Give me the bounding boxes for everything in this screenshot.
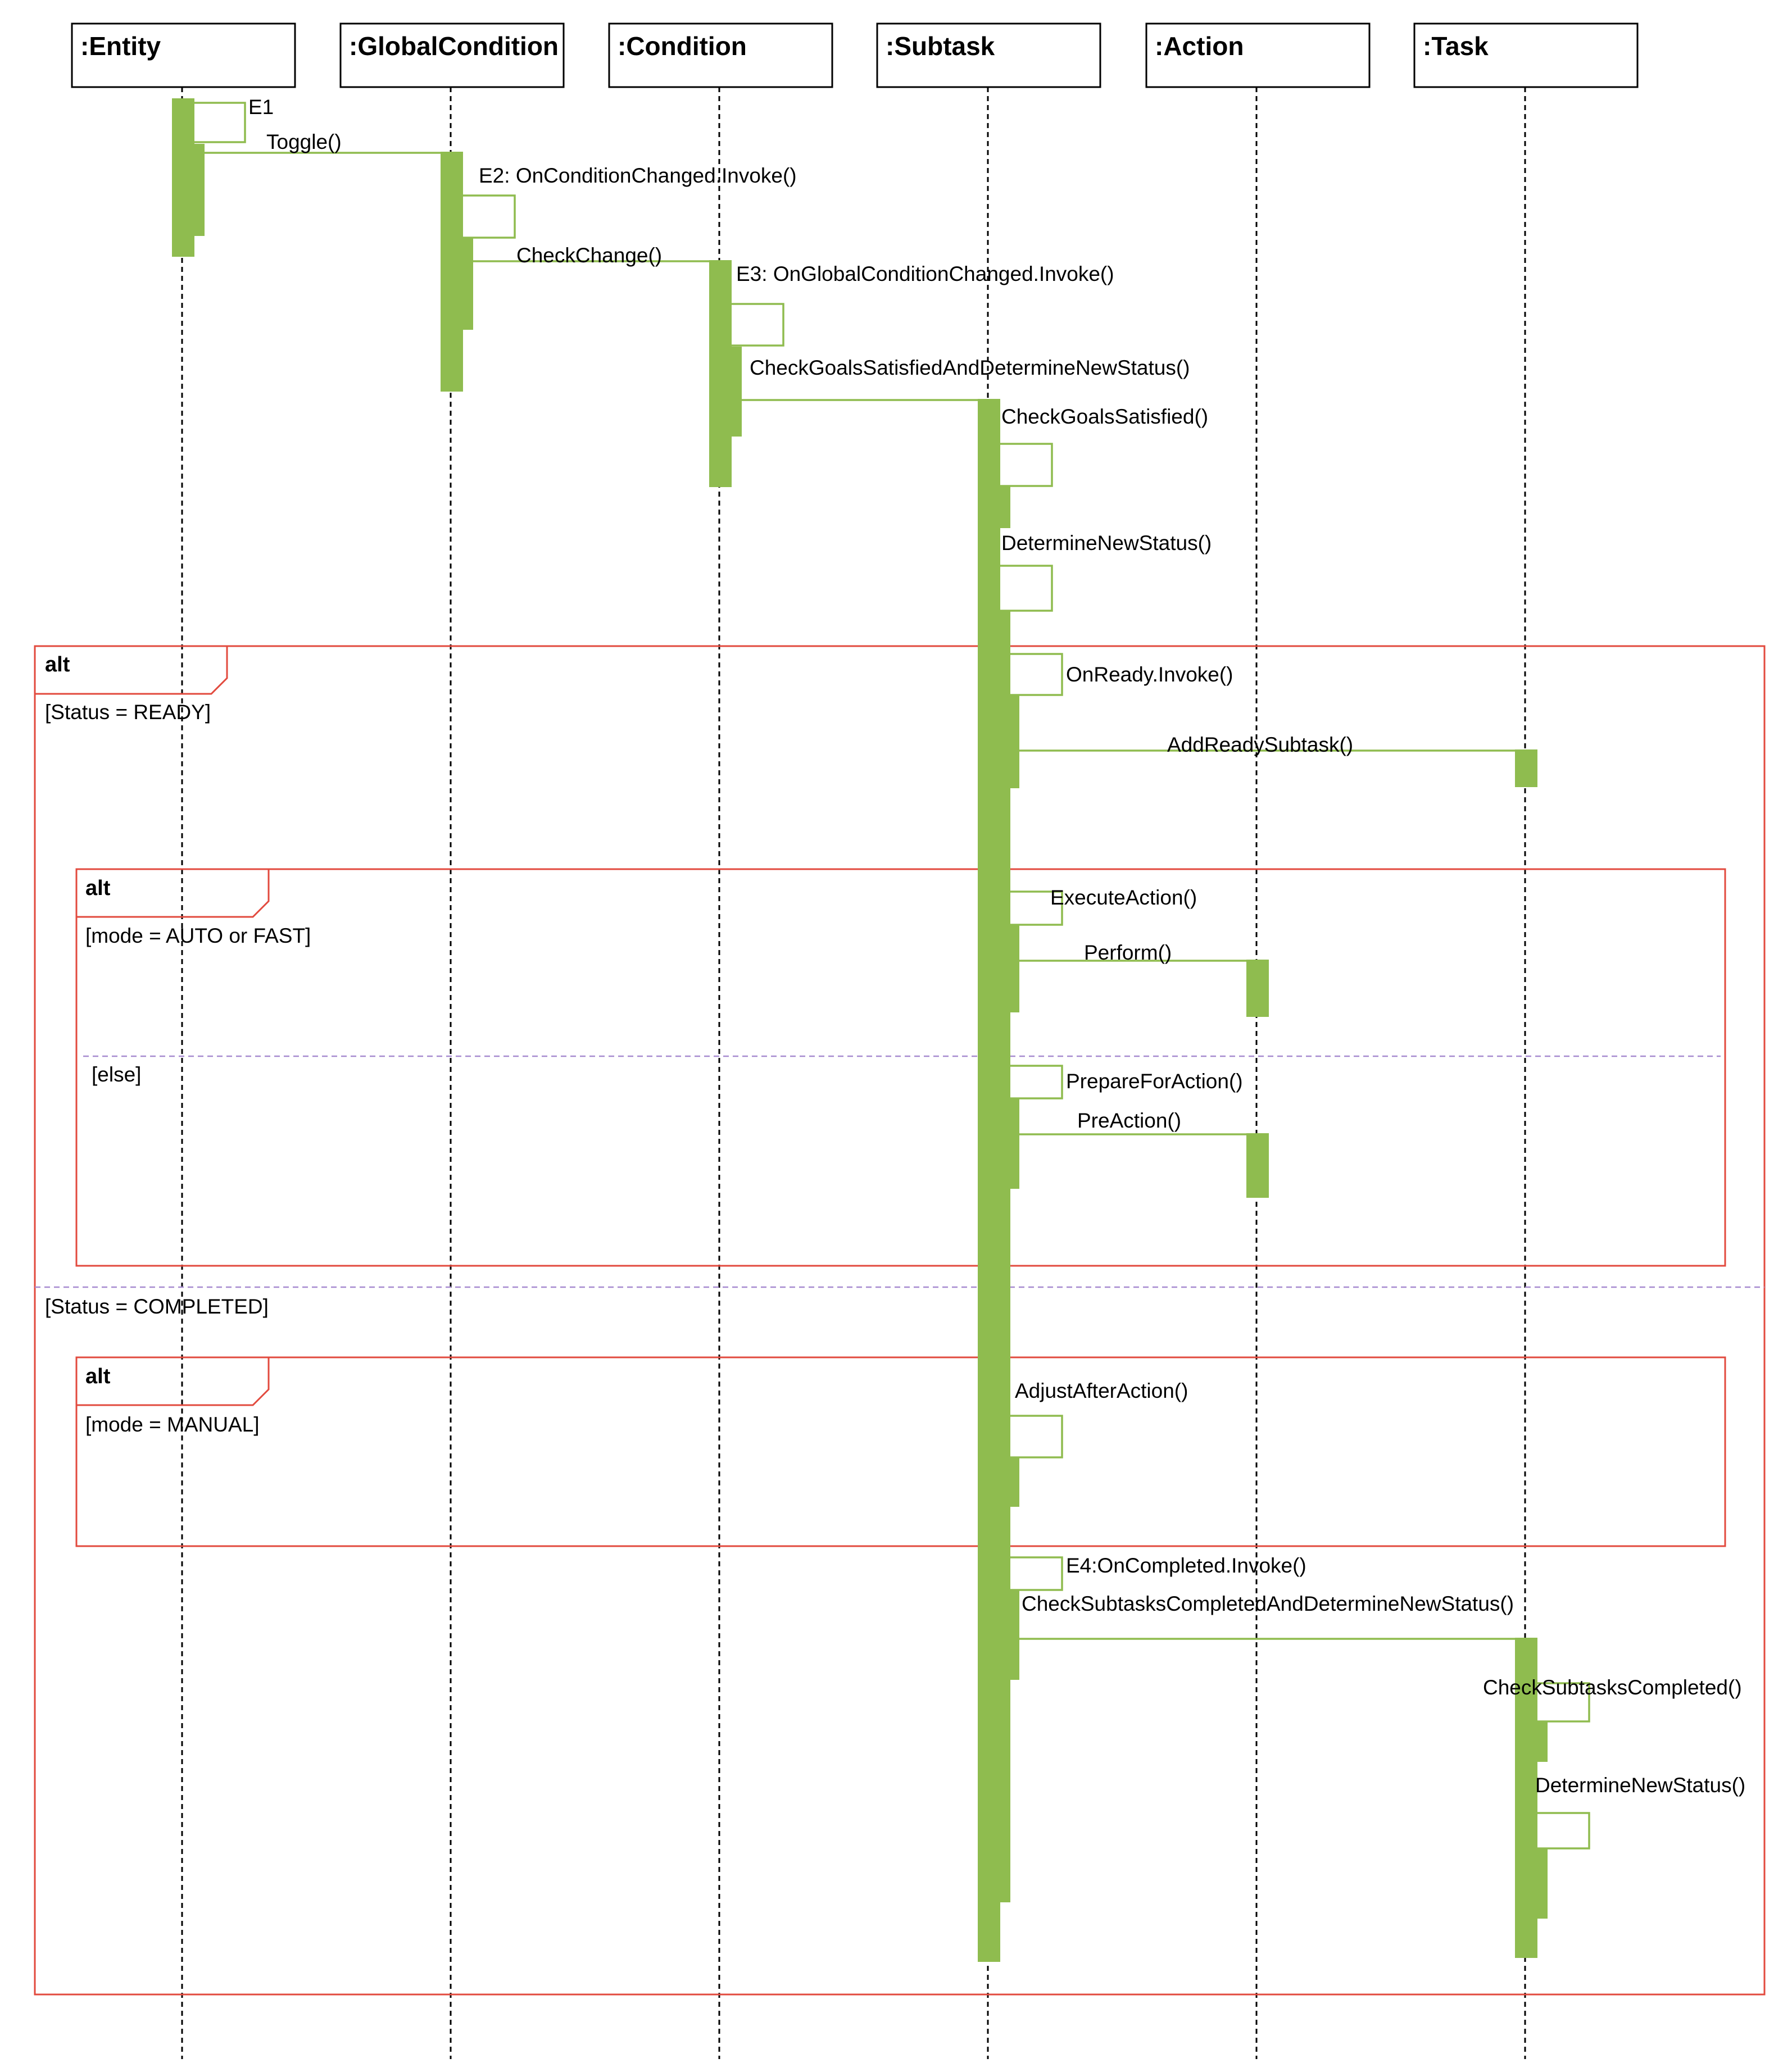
subtask-activation-on-ready (1010, 696, 1019, 788)
add-ready-subtask-label: AddReadySubtask() (1167, 733, 1353, 756)
task-header: :Task (1413, 22, 1639, 88)
entity-header-label: :Entity (80, 31, 161, 61)
global-condition-activation-main (441, 152, 463, 392)
mode-alt-operator-tab (76, 868, 270, 918)
global-condition-activation-nested (463, 238, 473, 330)
action-activation-pre-action (1246, 1133, 1269, 1198)
operand-dividers (35, 1055, 1764, 1288)
adjust-after-action-label: AdjustAfterAction() (1015, 1379, 1188, 1402)
subtask-header: :Subtask (876, 22, 1101, 88)
execute-action-label: ExecuteAction() (1050, 886, 1197, 909)
task-activation-check-subtasks (1537, 1721, 1548, 1762)
e2-label: E2: OnConditionChanged.Invoke() (479, 164, 797, 187)
check-subtasks-completed-self-call (1536, 1682, 1590, 1723)
check-goals-label: CheckGoalsSatisfied() (1001, 405, 1208, 428)
lifeline-headers: :Entity :GlobalCondition :Condition :Sub… (71, 22, 1639, 88)
global-condition-header: :GlobalCondition (339, 22, 565, 88)
subtask-activation-main (978, 399, 1000, 1962)
e1-label: E1 (248, 96, 274, 119)
fragment-frames (34, 645, 1766, 1996)
check-goals-determine-label: CheckGoalsSatisfiedAndDetermineNewStatus… (750, 356, 1190, 379)
message-labels: E1 Toggle() E2: OnConditionChanged.Invok… (248, 96, 1745, 1797)
action-header-label: :Action (1155, 31, 1244, 61)
on-ready-self-call (1010, 653, 1063, 696)
check-subtasks-completed-label: CheckSubtasksCompleted() (1483, 1676, 1742, 1699)
determine-subtask-label: DetermineNewStatus() (1001, 531, 1212, 555)
entity-header: :Entity (71, 22, 296, 88)
lifelines (181, 87, 1526, 2059)
entity-activation-main (172, 98, 194, 257)
subtask-activation-check-goals (1000, 486, 1010, 528)
subtask-activation-e4 (1010, 1590, 1019, 1680)
mode-manual-guard: [mode = MANUAL] (85, 1413, 259, 1436)
perform-label: Perform() (1084, 941, 1172, 964)
task-header-label: :Task (1423, 31, 1489, 61)
subtask-header-label: :Subtask (886, 31, 995, 61)
e2-self-call (463, 194, 516, 239)
toggle-label: Toggle() (266, 130, 342, 153)
e3-self-call (732, 303, 784, 347)
manual-alt-operator-label: alt (85, 1365, 111, 1388)
subtask-activation-execute-action (1010, 925, 1019, 1012)
global-condition-header-label: :GlobalCondition (349, 31, 559, 61)
pre-action-label: PreAction() (1077, 1109, 1181, 1132)
subtask-activation-determine (1000, 611, 1010, 1902)
determine-subtask-self-call (1000, 565, 1053, 612)
outer-alt-operator-label: alt (45, 653, 70, 676)
manual-alt-frame (75, 1356, 1726, 1547)
check-subtasks-determine-label: CheckSubtasksCompletedAndDetermineNewSta… (1022, 1592, 1514, 1615)
status-ready-guard: [Status = READY] (45, 701, 211, 724)
subtask-activation-prepare-for-action (1010, 1099, 1019, 1189)
frame-labels: alt [Status = READY] [Status = COMPLETED… (45, 653, 311, 1436)
e3-label: E3: OnGlobalConditionChanged.Invoke() (736, 262, 1114, 285)
outer-alt-frame (34, 645, 1766, 1996)
status-completed-guard: [Status = COMPLETED] (45, 1295, 269, 1318)
task-activation-main (1515, 1638, 1537, 1958)
mode-alt-operator-label: alt (85, 876, 111, 900)
check-change-label: CheckChange() (516, 244, 662, 267)
mode-alt-frame (75, 868, 1726, 1267)
activation-bars (172, 98, 1548, 1962)
adjust-after-action-self-call (1010, 1415, 1063, 1458)
e4-label: E4:OnCompleted.Invoke() (1066, 1554, 1306, 1577)
entity-activation-nested (194, 144, 205, 236)
prepare-for-action-label: PrepareForAction() (1066, 1070, 1243, 1093)
condition-header-label: :Condition (618, 31, 747, 61)
outer-alt-operator-tab (35, 645, 228, 695)
action-activation-perform (1246, 960, 1269, 1017)
determine-task-label: DetermineNewStatus() (1535, 1774, 1745, 1797)
determine-task-self-call (1536, 1812, 1590, 1850)
execute-action-self-call (1010, 890, 1063, 926)
e1-self-call (194, 102, 246, 143)
condition-header: :Condition (608, 22, 833, 88)
action-header: :Action (1145, 22, 1371, 88)
subtask-activation-adjust-after-action (1010, 1458, 1019, 1507)
else-guard: [else] (92, 1063, 141, 1086)
self-call-loops (194, 102, 1590, 1850)
task-activation-determine (1537, 1848, 1548, 1919)
condition-activation-main (709, 260, 732, 487)
message-lines (203, 152, 1515, 1640)
mode-auto-fast-guard: [mode = AUTO or FAST] (85, 924, 311, 947)
manual-alt-operator-tab (76, 1356, 270, 1406)
prepare-for-action-self-call (1010, 1065, 1063, 1099)
on-ready-label: OnReady.Invoke() (1066, 663, 1233, 686)
task-activation-add-ready (1515, 749, 1537, 787)
condition-activation-nested (732, 347, 742, 437)
e4-self-call (1010, 1556, 1063, 1591)
check-goals-self-call (1000, 443, 1053, 487)
